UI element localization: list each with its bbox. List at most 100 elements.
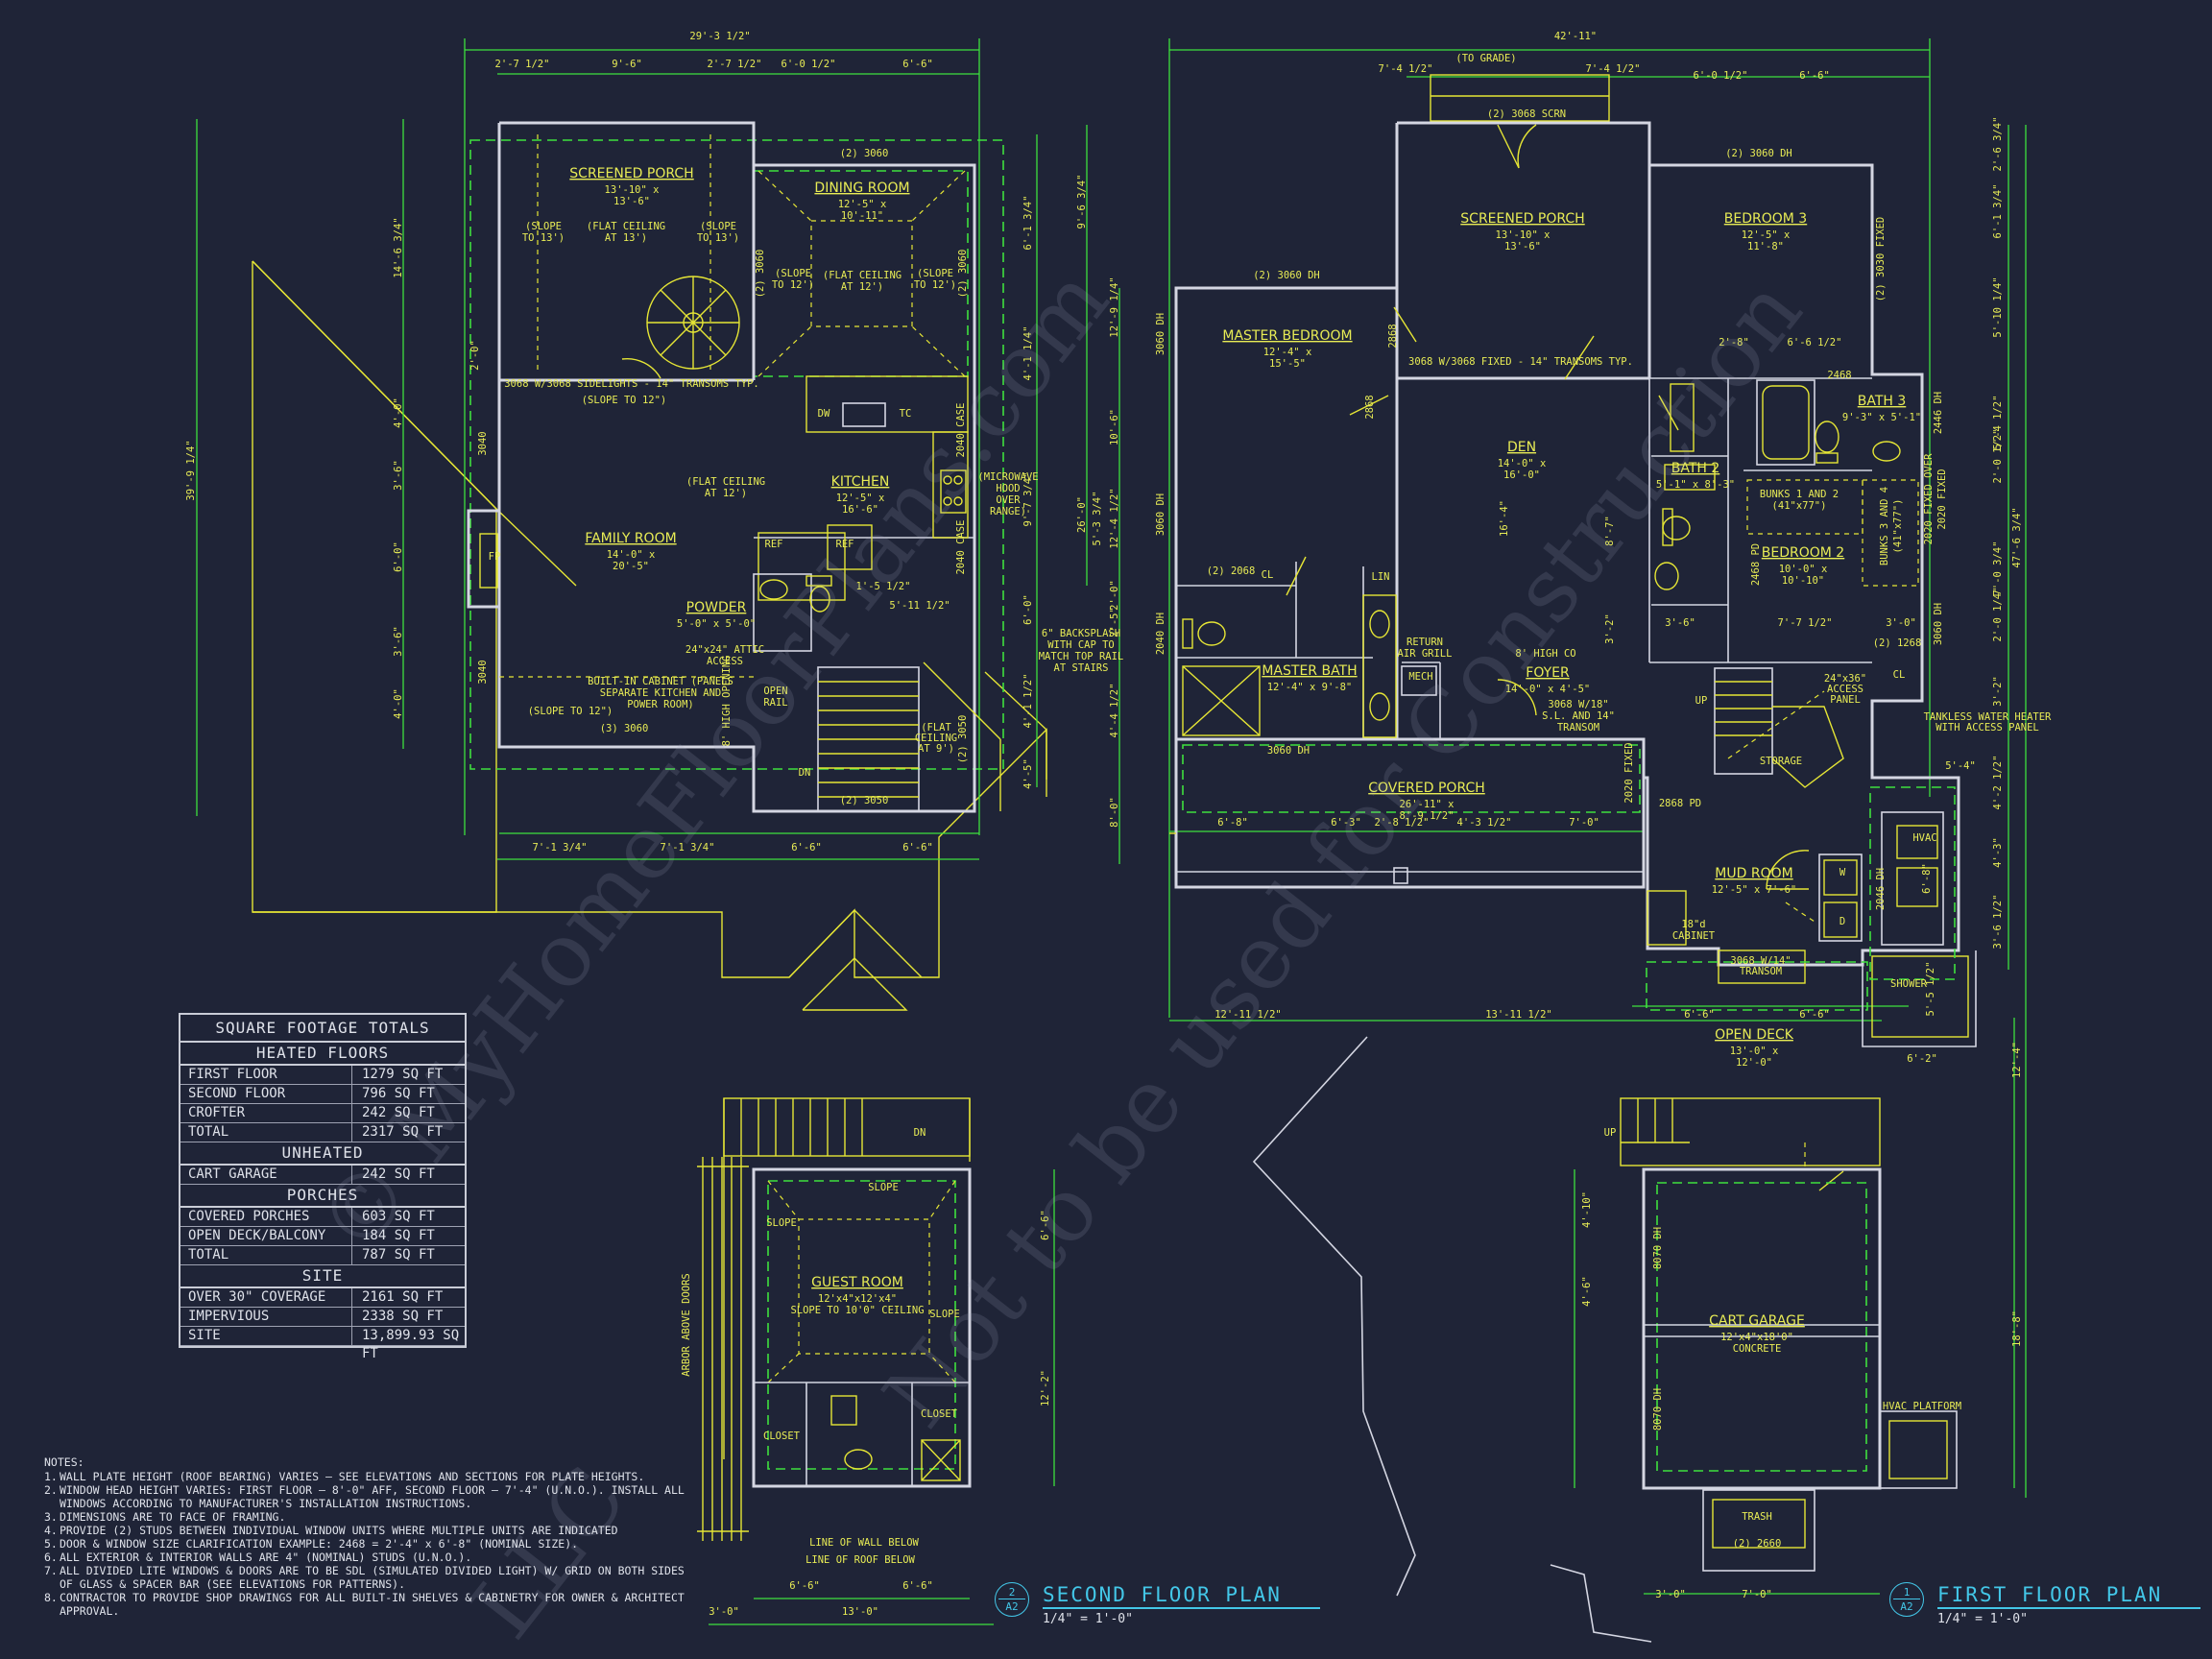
dimension-label: 7'-0" <box>1569 817 1599 829</box>
note-item: 2.WINDOW HEAD HEIGHT VARIES: FIRST FLOOR… <box>44 1483 697 1510</box>
room-name: BEDROOM 3 <box>1724 211 1807 227</box>
dimension-label: 3'-0" <box>1886 617 1916 629</box>
note-text: ALL EXTERIOR & INTERIOR WALLS ARE 4" (NO… <box>60 1551 472 1564</box>
room-size: 12'-4" x <box>1263 347 1312 358</box>
dimension-label: PANEL <box>1830 694 1861 706</box>
vertical-label: 8070 DH <box>1652 1388 1664 1431</box>
vertical-label: 3'-6" <box>393 460 404 491</box>
room-size: 13'-10" x <box>605 184 660 196</box>
dimension-label: 2'-7 1/2" <box>708 59 762 70</box>
vertical-label: 4'-6" <box>1581 1276 1593 1307</box>
dimension-label: STORAGE <box>1760 756 1802 767</box>
vertical-label: 6'-0" <box>1022 594 1034 625</box>
dimension-label: 7'-4 1/2" <box>1586 63 1641 75</box>
dimension-label: 2468 <box>1827 370 1851 381</box>
dimension-label: FP <box>489 551 501 563</box>
vertical-label: BUNKS 3 AND 4 <box>1879 487 1890 565</box>
dimension-label: 29'-3 1/2" <box>689 31 750 42</box>
room-size: 12'-4" x 9'-8" <box>1267 682 1353 693</box>
dimension-label: 3068 W/18" <box>1548 699 1608 710</box>
second-floor-plan <box>196 38 1047 1011</box>
dimension-label: SHOWER <box>1890 978 1928 990</box>
sqft-section-header: UNHEATED <box>180 1142 465 1166</box>
dimension-label: DW <box>818 408 830 420</box>
dimension-label: TC <box>900 408 912 420</box>
vertical-label: 12'-2" <box>1040 1370 1051 1407</box>
room-name: DEN <box>1507 440 1536 455</box>
room-name: BATH 2 <box>1671 461 1720 476</box>
note-number: 1. <box>44 1470 58 1483</box>
dimension-label: TANKLESS WATER HEATER <box>1924 711 2052 723</box>
dimension-label: 7'-0" <box>1742 1589 1772 1600</box>
dimension-label: W <box>1839 867 1846 878</box>
dimension-label: (TO GRADE) <box>1455 53 1516 64</box>
room-size: 10'-10" <box>1782 575 1824 587</box>
dimension-label: 6'-6" <box>902 842 933 854</box>
dimension-label: (SLOPE <box>917 268 953 279</box>
dimension-label: 7'-4 1/2" <box>1379 63 1433 75</box>
vertical-label: 4'-5" <box>1022 758 1034 789</box>
room-name: BEDROOM 2 <box>1762 545 1844 561</box>
room-size: 16'-6" <box>842 504 878 516</box>
dimension-label: (FLAT CEILING <box>823 270 902 281</box>
room-size: 9'-3" x 5'-1" <box>1842 412 1921 423</box>
room-size: SLOPE TO 10'0" CEILING <box>790 1305 924 1316</box>
dimension-label: 24"x24" ATTIC <box>685 644 764 656</box>
sqft-section-header: SITE <box>180 1265 465 1288</box>
room-name: FOYER <box>1526 665 1570 681</box>
vertical-label: 3'-6" <box>393 626 404 657</box>
sheet-number: A2 <box>1900 1600 1913 1613</box>
plan-scale: 1/4" = 1'-0" <box>1937 1612 2028 1626</box>
dimension-label: TRASH <box>1742 1511 1772 1523</box>
dimension-label: (SLOPE <box>700 221 736 232</box>
room-size: 20'-5" <box>613 561 649 572</box>
dimension-label: SLOPE <box>929 1309 960 1320</box>
dimension-label: 2'-7 1/2" <box>495 59 550 70</box>
dimension-label: 6'-6 1/2" <box>1788 337 1842 349</box>
room-name: COVERED PORCH <box>1368 781 1485 796</box>
vertical-label: 7'-0 3/4" <box>1992 541 2004 596</box>
vertical-label: 2020 FIXED <box>1623 742 1635 803</box>
dimension-label: 6'-0 1/2" <box>781 59 836 70</box>
sqft-label: TOTAL <box>180 1246 352 1264</box>
vertical-label: 8'-7" <box>1604 516 1616 546</box>
general-notes: NOTES: 1.WALL PLATE HEIGHT (ROOF BEARING… <box>44 1455 697 1618</box>
vertical-label: 12'-4 1/2" <box>1109 488 1120 548</box>
note-text: ALL DIVIDED LITE WINDOWS & DOORS ARE TO … <box>60 1564 685 1591</box>
vertical-labels: 14'-6 3/4"39'-9 1/4"2'-0"4'-0"3'-6"6'-0"… <box>185 117 2023 1431</box>
vertical-label: 2'-0 1/4" <box>1992 588 2004 642</box>
notes-title: NOTES: <box>44 1455 84 1469</box>
dimension-label: TO 12') <box>772 279 814 291</box>
vertical-label: 14'-6 3/4" <box>393 217 404 277</box>
room-size: 14'-0" x <box>607 549 656 561</box>
vertical-label: 2020 FIXED <box>1936 469 1948 529</box>
vertical-label: 5'-5 1/2" <box>1925 962 1936 1017</box>
dimension-label: TO 13') <box>697 232 739 244</box>
first-floor-title-block: 1 A2 FIRST FLOOR PLAN 1/4" = 1'-0" <box>1889 1582 2201 1626</box>
room-name: MASTER BEDROOM <box>1222 328 1352 344</box>
vertical-label: 3040 <box>477 660 489 684</box>
dimension-label: S.L. AND 14" <box>1542 710 1615 722</box>
dimension-label: (FLAT CEILING <box>587 221 665 232</box>
note-item: 8.CONTRACTOR TO PROVIDE SHOP DRAWINGS FO… <box>44 1591 697 1618</box>
room-name: FAMILY ROOM <box>585 531 676 546</box>
sqft-label: OVER 30" COVERAGE <box>180 1288 352 1307</box>
detail-number: 1 <box>1903 1586 1911 1599</box>
dimension-labels: 29'-3 1/2"42'-11"2'-7 1/2"9'-6"2'-7 1/2"… <box>489 31 2052 1618</box>
room-size: 11'-8" <box>1747 241 1784 252</box>
dimension-label: CLOSET <box>921 1408 958 1420</box>
room-size: 12'x4"x18'0" <box>1720 1332 1793 1343</box>
dimension-label: REF <box>765 539 783 550</box>
dimension-label: 3'-6" <box>1665 617 1695 629</box>
dimension-label: 7'-1 3/4" <box>533 842 588 854</box>
dimension-label: LIN <box>1372 571 1390 583</box>
room-size: 12'-5" x <box>836 493 885 504</box>
dimension-label: HVAC PLATFORM <box>1883 1401 1961 1412</box>
sqft-section-header: HEATED FLOORS <box>180 1043 465 1066</box>
crofter-plan <box>697 1097 1055 1625</box>
vertical-label: 2'-0" <box>469 340 481 371</box>
dimension-label: AT 9') <box>918 743 954 755</box>
